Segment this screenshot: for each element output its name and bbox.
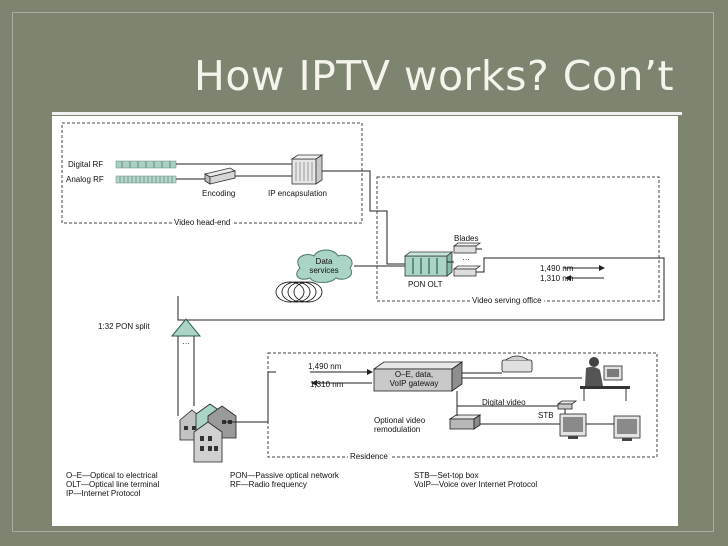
slide-frame <box>12 12 714 532</box>
gateway-label-1: O–E, data, <box>394 370 434 379</box>
serving-office-region-label: Video serving office <box>470 296 544 305</box>
residence-region <box>267 352 658 458</box>
office-wl-up-label: 1,310 nm <box>540 274 574 283</box>
fiber-spool <box>275 281 323 303</box>
telephone-icon <box>501 355 533 373</box>
pon-olt-label: PON OLT <box>408 280 443 289</box>
pc-user-icon <box>580 357 630 401</box>
head-end-region-label: Video head-end <box>172 218 233 227</box>
legend-ip: IP—Internet Protocol <box>66 489 141 498</box>
office-wl-down-label: 1,490 nm <box>540 264 574 273</box>
legend-pon: PON—Passive optical network <box>230 471 339 480</box>
data-services-label-1: Data <box>315 257 333 266</box>
blade-bottom <box>452 265 482 277</box>
encoding-label: Encoding <box>202 189 236 198</box>
data-services-cloud <box>296 249 353 283</box>
residence-wl-down-label: 1,490 nm <box>308 362 342 371</box>
legend-olt: OLT—Optical line terminal <box>66 480 160 489</box>
blades-ellipsis: … <box>462 253 470 262</box>
legend-oe: O–E—Optical to electrical <box>66 471 158 480</box>
analog-rf-bar <box>115 175 177 184</box>
ip-encapsulation-label: IP encapsulation <box>268 189 328 198</box>
pon-split-ellipsis: … <box>182 337 190 346</box>
residence-region-label: Residence <box>348 452 390 461</box>
blades-label: Blades <box>454 234 479 243</box>
voip-gateway-device <box>372 361 464 392</box>
remodulation-box <box>448 414 482 430</box>
remodulation-label-2: remodulation <box>374 425 421 434</box>
tv-2-icon <box>613 415 641 441</box>
slide-title: How IPTV works? Con’t <box>194 52 675 100</box>
gateway-label-2: VoIP gateway <box>389 379 439 388</box>
diagram-drawing <box>61 122 665 463</box>
ip-encapsulation-server <box>290 154 324 185</box>
legend-stb: STB—Set-top box <box>414 471 479 480</box>
iptv-diagram: Digital RF Analog RF Encoding IP encapsu… <box>52 116 678 526</box>
blade-top <box>452 242 482 254</box>
encoder-device <box>203 167 237 185</box>
pon-split-label: 1:32 PON split <box>98 322 150 331</box>
digital-video-label: Digital video <box>482 398 526 407</box>
pon-olt-rack <box>403 251 454 277</box>
residential-houses <box>179 403 237 463</box>
digital-rf-label: Digital RF <box>68 160 104 169</box>
title-rule <box>52 112 682 115</box>
data-services-label-2: services <box>309 266 339 275</box>
legend-voip: VoIP—Voice over Internet Protocol <box>414 480 538 489</box>
pon-splitter <box>170 318 202 337</box>
stb-label: STB <box>538 411 554 420</box>
tv-1-icon <box>559 413 587 439</box>
analog-rf-label: Analog RF <box>66 175 104 184</box>
digital-rf-bar <box>115 160 177 169</box>
legend-rf: RF—Radio frequency <box>230 480 307 489</box>
remodulation-label-1: Optional video <box>374 416 426 425</box>
residence-wl-up-label: 1,310 nm <box>310 380 344 389</box>
set-top-box <box>556 400 578 410</box>
